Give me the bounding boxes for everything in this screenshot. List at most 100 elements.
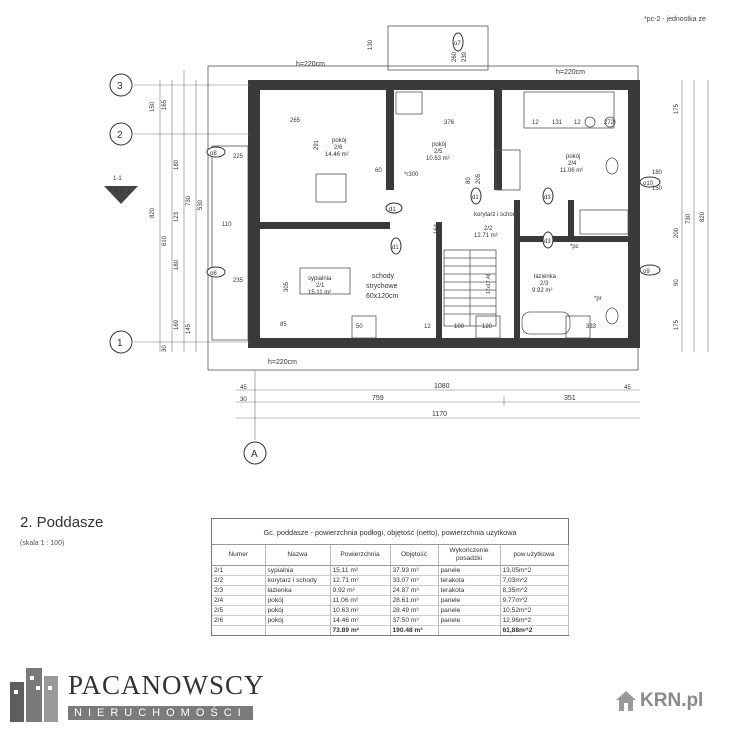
dim-label: 333 — [586, 324, 597, 330]
cell: 12,96m^2 — [500, 615, 569, 626]
window-mark: o6 — [206, 266, 226, 278]
dim-label: 305 — [284, 281, 290, 292]
svg-text:korytarz i schody: korytarz i schody — [474, 212, 519, 218]
wall-int-6 — [568, 200, 574, 240]
dim-label: 90 — [674, 279, 680, 286]
cell: 2/2 — [212, 575, 266, 586]
cell: 7,03m^2 — [500, 575, 569, 586]
room-label: sypialnia 2/1 15.11 m² — [308, 276, 332, 296]
dim-label: 272 — [604, 120, 615, 126]
dim-label: 150 — [150, 101, 156, 112]
svg-text:łazienka: łazienka — [534, 274, 557, 280]
svg-text:pokój: pokój — [432, 142, 446, 148]
cell: terakota — [438, 575, 501, 586]
dim-label: 265 — [290, 118, 301, 124]
dim-label: 730 — [686, 213, 692, 224]
cell — [438, 625, 501, 635]
svg-text:2: 2 — [117, 130, 123, 141]
dim-label: 12 — [424, 324, 431, 330]
window-mark: o7 — [452, 32, 464, 52]
svg-text:3: 3 — [117, 81, 123, 92]
dim-label: 291 — [314, 139, 320, 150]
dim-label: 260 — [452, 51, 458, 62]
dim-label: 180 — [652, 170, 663, 176]
cell: 9,77m^2 — [500, 595, 569, 606]
svg-text:1: 1 — [117, 338, 123, 349]
dim-label: 130 — [368, 39, 374, 50]
cell: 61,88m^2 — [500, 625, 569, 635]
eaves-label-bottom: h=220cm — [268, 359, 297, 366]
attic-hatch — [299, 267, 351, 295]
room-label: pokój 2/4 11.06 m² — [560, 154, 583, 174]
dim-label: 730 — [186, 195, 192, 206]
dim-label: 180 — [174, 259, 180, 270]
axis-marker: 1 — [109, 330, 133, 354]
dim-label: *pr — [594, 296, 602, 302]
cell: 28.49 m³ — [390, 605, 439, 616]
door-mark: d1 — [385, 202, 403, 214]
svg-text:sypialnia: sypialnia — [308, 276, 332, 282]
dim-label: 60 — [375, 168, 382, 174]
dim-label: 225 — [233, 154, 244, 160]
wall-int-1 — [386, 90, 394, 190]
dormer-top — [387, 25, 489, 71]
cell: 10.63 m² — [330, 605, 391, 616]
dim-label: 17x17,46 — [486, 273, 492, 294]
dim-label: *r300 — [404, 172, 419, 178]
rooms-table: Numer Nazwa Powierzchnia Objętość Wykońc… — [212, 545, 569, 635]
dim-label: 131 — [552, 120, 563, 126]
door-mark: d3 — [542, 231, 554, 249]
dim-label: 12 — [532, 120, 539, 126]
roof-window-1 — [351, 315, 377, 339]
cell: 33.07 m³ — [390, 575, 439, 586]
cell: 14.46 m² — [330, 615, 391, 626]
svg-text:o10: o10 — [643, 181, 654, 187]
col-header: pow.użytkowa — [500, 545, 569, 566]
svg-text:14.46 m²: 14.46 m² — [325, 152, 349, 158]
roof-window-2 — [475, 315, 501, 339]
axis-marker: 2 — [109, 122, 133, 146]
dim-label: 45 — [240, 385, 247, 391]
window-mark: o8 — [206, 146, 226, 158]
svg-text:2/3: 2/3 — [540, 281, 549, 287]
building-logo-icon — [10, 668, 58, 722]
dim-label: 200 — [674, 227, 680, 238]
dim-label: 169 — [174, 319, 180, 330]
svg-text:d3: d3 — [544, 239, 551, 245]
cell: 12.71 m² — [330, 575, 391, 586]
cell: 37.93 m³ — [390, 565, 439, 576]
wall-top — [248, 80, 638, 90]
svg-text:o7: o7 — [454, 41, 461, 47]
dim-label: *pc — [570, 244, 579, 250]
watermark: KRN.pl — [640, 690, 704, 711]
cell: 2/5 — [212, 605, 266, 616]
cell: 24.87 m³ — [390, 585, 439, 596]
dim-label: 123 — [174, 211, 180, 222]
dim-label: 50 — [356, 324, 363, 330]
svg-text:1-1: 1-1 — [113, 176, 122, 182]
dim-label: 759 — [372, 395, 384, 402]
dim-label: 610 — [162, 235, 168, 246]
dim-label: 164 — [434, 223, 440, 234]
house-icon — [616, 691, 636, 711]
cell: 13,05m^2 — [500, 565, 569, 576]
window-mark: o9 — [639, 264, 661, 276]
room-table: Gc. poddasze - powierzchnia podłogi, obj… — [211, 518, 569, 636]
svg-text:d1: d1 — [389, 207, 396, 213]
cell: panele — [438, 595, 501, 606]
svg-text:A: A — [251, 449, 258, 460]
dim-label: 205 — [476, 173, 482, 184]
cell: 190.48 m³ — [390, 625, 439, 635]
dim-label: 351 — [564, 395, 576, 402]
cell: 15,11 m² — [330, 565, 391, 576]
svg-text:o9: o9 — [643, 269, 650, 275]
cell — [212, 625, 266, 635]
wall-bottom — [248, 338, 638, 348]
dim-label: 180 — [174, 159, 180, 170]
svg-text:strychowe: strychowe — [366, 283, 398, 290]
dim-label: 376 — [444, 120, 455, 126]
door-mark: d3 — [542, 187, 554, 205]
wall-int-4 — [436, 222, 442, 338]
dim-label: 45 — [624, 385, 631, 391]
